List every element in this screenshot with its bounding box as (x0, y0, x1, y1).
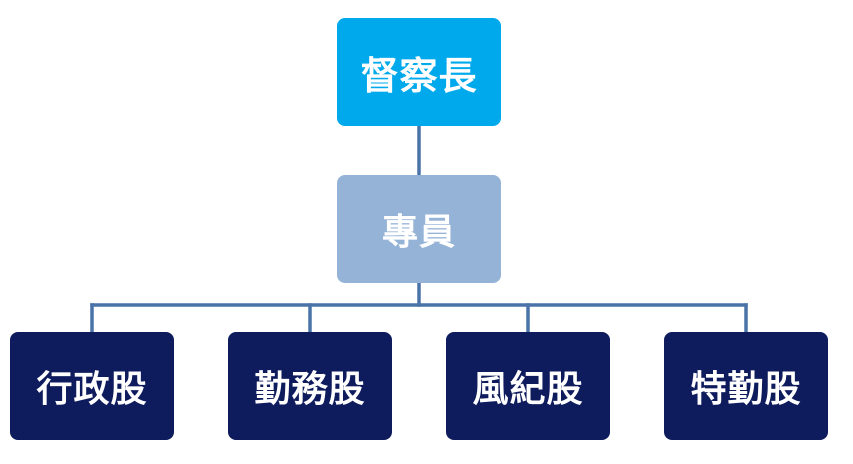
org-node-special-duty-unit: 特勤股 (664, 332, 828, 440)
org-node-label: 行政股 (36, 368, 148, 410)
org-node-label: 勤務股 (254, 368, 366, 410)
org-node-label: 督察長 (360, 52, 478, 98)
org-node-specialist: 專員 (337, 175, 501, 283)
org-node-duty-unit: 勤務股 (228, 332, 392, 440)
org-node-label: 風紀股 (472, 368, 584, 410)
org-node-chief-inspector: 督察長 (337, 18, 501, 126)
org-node-discipline-unit: 風紀股 (446, 332, 610, 440)
org-node-label: 特勤股 (690, 368, 802, 410)
org-node-administration-unit: 行政股 (10, 332, 174, 440)
org-node-label: 專員 (381, 211, 456, 253)
